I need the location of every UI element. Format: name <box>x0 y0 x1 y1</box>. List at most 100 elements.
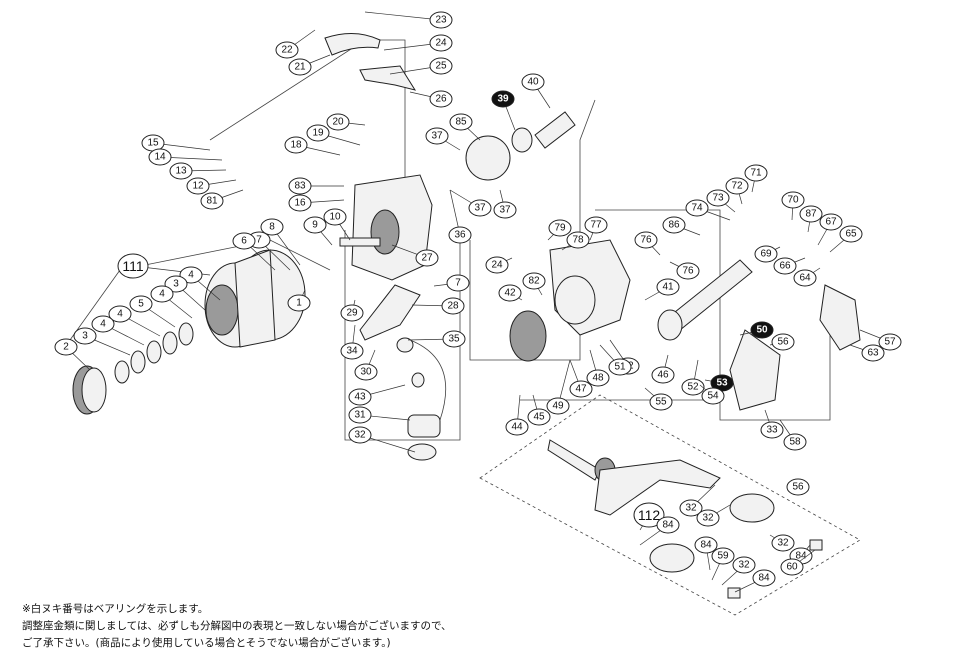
part-number-label: 29 <box>346 308 358 319</box>
part-number-label: 71 <box>750 168 762 179</box>
part-number-label: 49 <box>552 401 564 412</box>
part-number-label: 22 <box>281 45 293 56</box>
part-number-label: 60 <box>786 562 798 573</box>
drag-knob-part <box>72 322 194 415</box>
part-callout-35: 35 <box>442 330 466 348</box>
part-number-label: 37 <box>431 131 443 142</box>
part-callout-37: 37 <box>493 201 517 219</box>
part-callout-23: 23 <box>429 11 453 29</box>
part-callout-63: 63 <box>861 344 885 362</box>
part-number-label: 5 <box>138 299 144 310</box>
part-number-label: 4 <box>100 319 106 330</box>
part-number-label: 37 <box>474 203 486 214</box>
part-number-label: 32 <box>685 503 697 514</box>
part-number-label: 67 <box>825 217 837 228</box>
part-number-label: 32 <box>354 430 366 441</box>
part-number-label: 86 <box>668 220 680 231</box>
handle-part <box>547 439 823 599</box>
part-number-label: 9 <box>312 220 318 231</box>
part-number-label: 35 <box>448 334 460 345</box>
part-callout-7: 7 <box>446 274 470 292</box>
part-number-label: 56 <box>792 482 804 493</box>
part-number-label: 20 <box>332 117 344 128</box>
part-callout-4: 4 <box>91 315 115 333</box>
part-callout-45: 45 <box>527 408 551 426</box>
handle-assembly-enclosure <box>479 394 861 616</box>
part-number-label: 2 <box>63 342 69 353</box>
part-callout-79: 79 <box>548 219 572 237</box>
part-callout-5: 5 <box>129 295 153 313</box>
part-callout-6: 6 <box>232 232 256 250</box>
part-number-label: 12 <box>192 181 204 192</box>
note-adjustment-washers: 調整座金類に関しましては、必ずしも分解図中の表現と一致しない場合がございますので… <box>22 620 452 632</box>
part-callout-30: 30 <box>354 363 378 381</box>
part-callout-32: 32 <box>679 499 703 517</box>
part-callout-32: 32 <box>771 534 795 552</box>
part-number-label: 59 <box>717 551 729 562</box>
part-number-label: 54 <box>707 391 719 402</box>
part-callout-4: 4 <box>179 266 203 284</box>
part-number-label: 56 <box>777 337 789 348</box>
part-callout-9: 9 <box>303 216 327 234</box>
part-number-label: 37 <box>499 205 511 216</box>
part-callout-10: 10 <box>323 208 347 226</box>
part-callout-82: 82 <box>522 272 546 290</box>
part-number-label: 7 <box>256 235 262 246</box>
part-callout-40: 40 <box>521 73 545 91</box>
part-number-label: 6 <box>241 236 247 247</box>
part-callout-43: 43 <box>348 388 372 406</box>
part-callout-86: 86 <box>662 216 686 234</box>
note-bearing-legend: ※白ヌキ番号はベアリングを示します。 <box>22 603 209 615</box>
part-number-label: 40 <box>527 77 539 88</box>
part-callout-112: 112 <box>633 502 665 528</box>
part-callout-72: 72 <box>725 177 749 195</box>
part-number-label: 47 <box>575 384 587 395</box>
part-callout-12: 12 <box>186 177 210 195</box>
part-number-label: 36 <box>454 230 466 241</box>
part-callout-46: 46 <box>651 366 675 384</box>
part-callout-84: 84 <box>656 516 680 534</box>
part-callout-29: 29 <box>340 304 364 322</box>
part-callout-81: 81 <box>200 192 224 210</box>
part-callout-56: 56 <box>786 478 810 496</box>
part-number-label: 50 <box>756 325 768 336</box>
part-number-label: 51 <box>614 362 626 373</box>
part-callout-59: 59 <box>711 547 735 565</box>
footnotes: ※白ヌキ番号はベアリングを示します。 調整座金類に関しましては、必ずしも分解図中… <box>22 601 622 652</box>
part-callout-60: 60 <box>780 558 804 576</box>
part-callout-25: 25 <box>429 57 453 75</box>
part-callout-69: 69 <box>754 245 778 263</box>
part-drawings <box>72 33 861 599</box>
part-callout-84: 84 <box>752 569 776 587</box>
part-number-label: 79 <box>554 223 566 234</box>
part-number-label: 4 <box>117 309 123 320</box>
part-callout-47: 47 <box>569 380 593 398</box>
part-number-label: 14 <box>154 152 166 163</box>
part-number-label: 81 <box>206 196 218 207</box>
part-callout-32: 32 <box>696 509 720 527</box>
part-callout-87: 87 <box>799 205 823 223</box>
part-callout-28: 28 <box>441 297 465 315</box>
part-callout-2: 2 <box>54 338 78 356</box>
part-number-label: 84 <box>758 573 770 584</box>
part-number-label: 7 <box>455 278 461 289</box>
part-number-label: 76 <box>682 266 694 277</box>
body-part <box>509 239 631 362</box>
part-callout-64: 64 <box>793 269 817 287</box>
part-number-label: 44 <box>511 422 523 433</box>
part-number-label: 25 <box>435 61 447 72</box>
part-number-label: 24 <box>435 38 447 49</box>
leader-line <box>364 11 442 21</box>
part-callout-42: 42 <box>498 284 522 302</box>
part-number-label: 34 <box>346 346 358 357</box>
part-number-label: 24 <box>491 260 503 271</box>
part-callout-4: 4 <box>108 305 132 323</box>
part-callout-55: 55 <box>649 393 673 411</box>
part-number-label: 21 <box>294 62 306 73</box>
part-callout-83: 83 <box>288 177 312 195</box>
part-callout-56: 56 <box>771 333 795 351</box>
part-callout-37: 37 <box>468 199 492 217</box>
part-callout-4: 4 <box>150 285 174 303</box>
part-callout-26: 26 <box>429 90 453 108</box>
